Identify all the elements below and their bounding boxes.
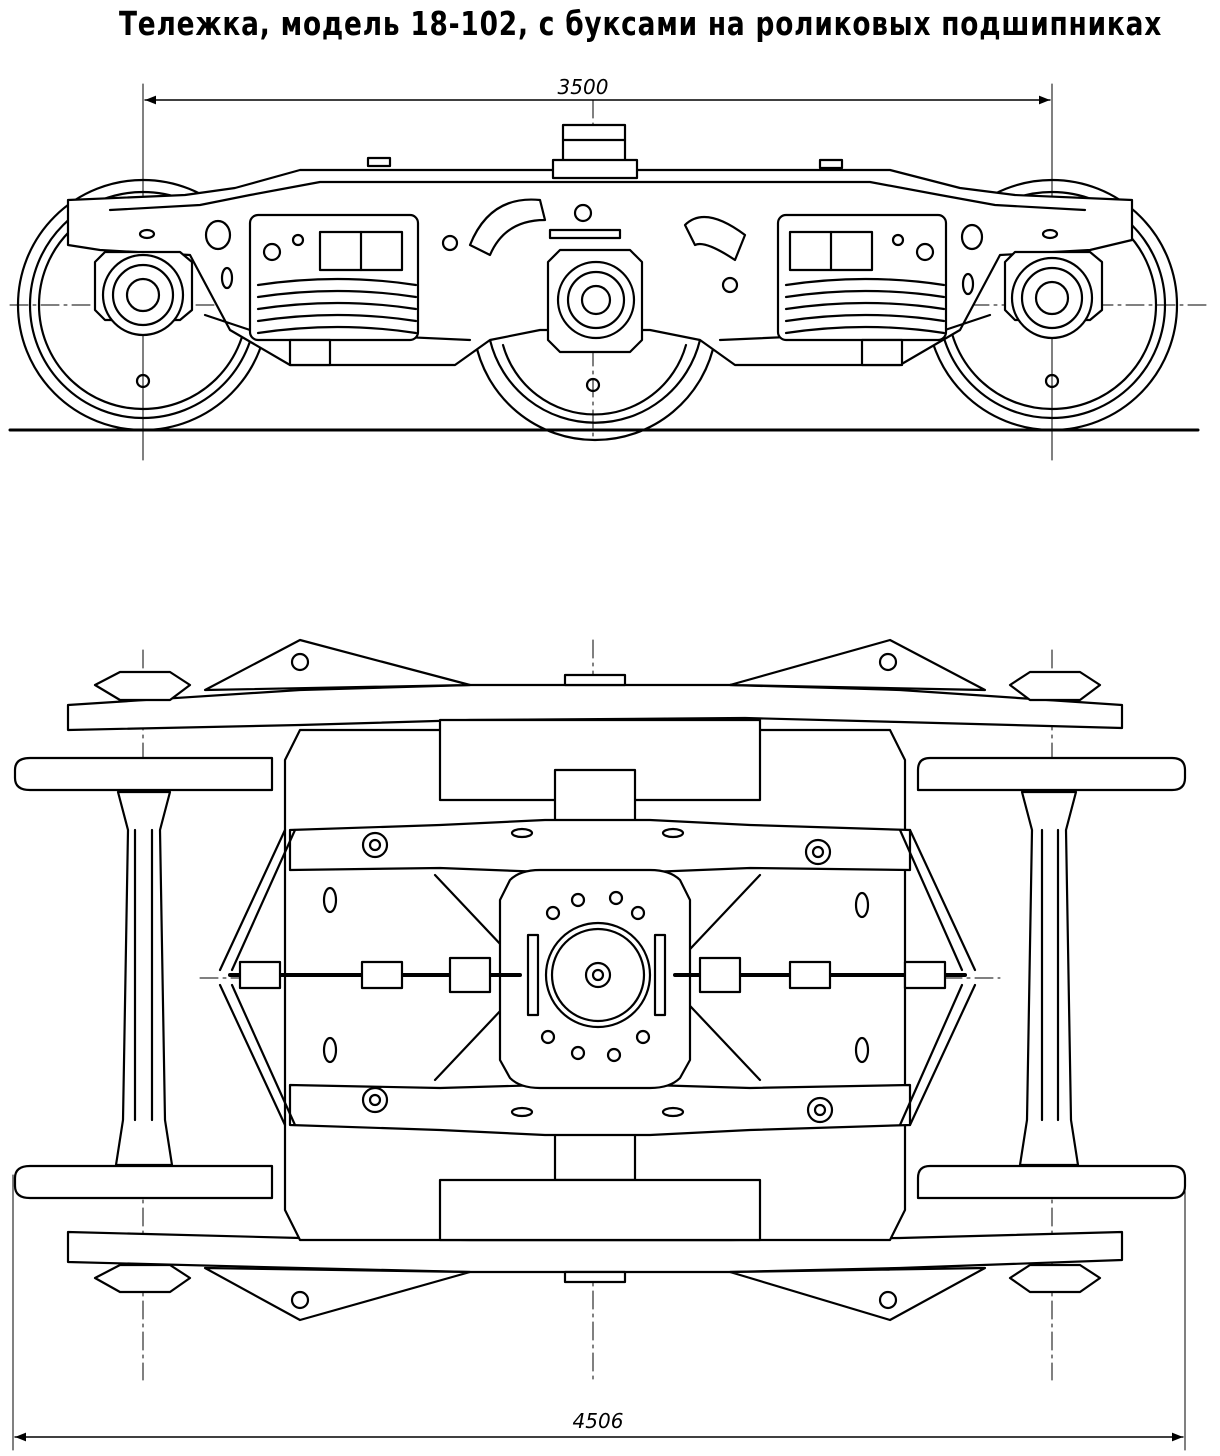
plan-view: [12, 638, 1187, 1451]
bolster-details: [138, 198, 1059, 296]
right-wheelset: [916, 756, 1187, 1200]
left-spring-group: [248, 213, 420, 367]
center-wheel: [473, 338, 717, 442]
right-journal-box: [1003, 250, 1104, 340]
side-elevation-view: [8, 83, 1211, 461]
bottom-side-frame: [66, 1230, 1124, 1322]
center-journal-box: [546, 248, 644, 354]
center-pivot: [498, 868, 692, 1090]
wheelbase-label: 3500: [558, 75, 609, 99]
left-journal-box: [93, 250, 194, 337]
overall-width-dimension: [12, 1174, 1186, 1451]
brake-beam-top: [288, 818, 912, 874]
center-plate: [551, 123, 639, 180]
left-wheelset: [13, 756, 274, 1200]
drawing-title: Тележка, модель 18-102, с буксами на рол…: [119, 4, 1163, 43]
overall-width-label: 4506: [573, 1409, 624, 1433]
side-frame-slots: [322, 827, 870, 1118]
top-side-frame: [66, 638, 1124, 732]
right-spring-group: [776, 213, 948, 367]
brake-beam-bottom: [288, 1083, 912, 1137]
brake-pull-rod: [228, 956, 967, 994]
